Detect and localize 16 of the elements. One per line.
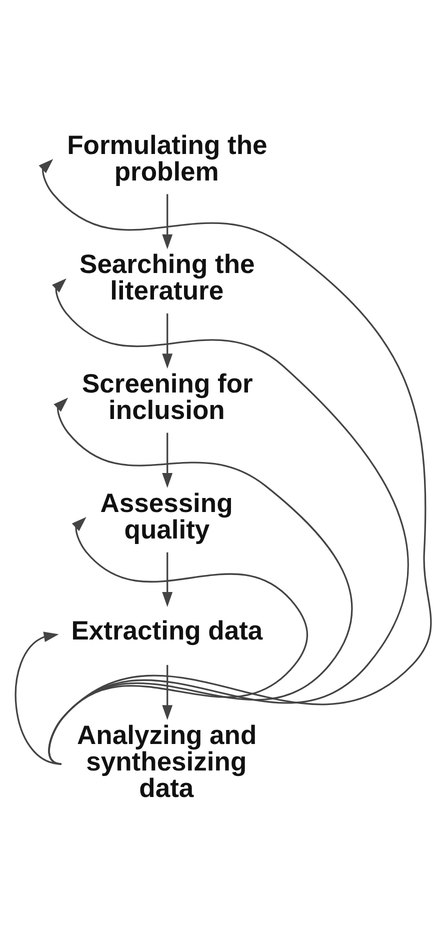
node-text: Assessing quality <box>100 487 233 544</box>
node-text: Searching the literature <box>80 248 255 306</box>
node-text: Extracting data <box>71 614 263 645</box>
arrow <box>162 552 173 606</box>
arrow <box>162 194 173 249</box>
node-text: Formulating the problem <box>67 129 268 186</box>
arrow <box>38 158 432 764</box>
arrow <box>162 312 173 368</box>
arrow <box>162 432 173 488</box>
arrow <box>162 664 173 720</box>
arrow <box>48 397 352 764</box>
arrow <box>48 278 409 764</box>
arrow <box>14 631 62 764</box>
node-text: Analyzing and synthesizing data <box>77 719 257 802</box>
arrow <box>48 516 308 764</box>
node-text: Screening for inclusion <box>82 368 253 424</box>
